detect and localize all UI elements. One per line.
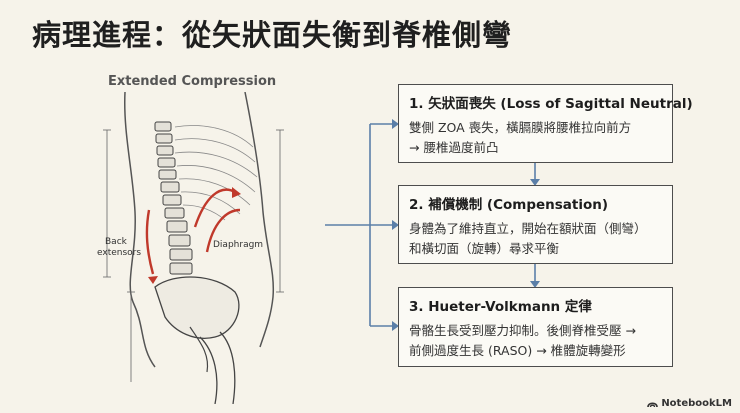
spine-illustration: Back extensors Diaphragm	[97, 92, 284, 404]
page-title: 病理進程：從矢狀面失衡到脊椎側彎	[32, 18, 513, 52]
back-extensors-label-line2: extensors	[97, 248, 141, 258]
step-3-title: 3. Hueter-Volkmann 定律	[409, 299, 592, 315]
step-2-line-1: 身體為了維持直立，開始在額狀面（側彎）	[409, 221, 647, 236]
diaphragm-label: Diaphragm	[213, 240, 263, 250]
step-3-line-2: 前側過度生長 (RASO) → 椎體旋轉變形	[409, 343, 626, 358]
step-1-body: 雙側 ZOA 喪失，橫膈膜將腰椎拉向前方 → 腰椎過度前凸	[409, 118, 662, 158]
step-box-3: 3. Hueter-Volkmann 定律 骨骼生長受到壓力抑制。後側脊椎受壓 …	[398, 287, 673, 367]
step-2-line-2: 和橫切面（旋轉）尋求平衡	[409, 241, 560, 256]
notebooklm-logo-icon	[647, 402, 659, 408]
step-box-1: 1. 矢狀面喪失 (Loss of Sagittal Neutral) 雙側 Z…	[398, 84, 693, 163]
step-1-line-2: → 腰椎過度前凸	[409, 140, 499, 155]
step-1-line-1: 雙側 ZOA 喪失，橫膈膜將腰椎拉向前方	[409, 120, 632, 135]
step-box-2: 2. 補償機制 (Compensation) 身體為了維持直立，開始在額狀面（側…	[398, 185, 673, 264]
step-3-body: 骨骼生長受到壓力抑制。後側脊椎受壓 → 前側過度生長 (RASO) → 椎體旋轉…	[409, 321, 662, 361]
back-extensors-label: Back	[105, 237, 128, 247]
figure-caption: Extended Compression	[108, 74, 277, 89]
watermark-text: NotebookLM	[661, 398, 732, 409]
step-1-title: 1. 矢狀面喪失 (Loss of Sagittal Neutral)	[409, 96, 693, 112]
step-2-body: 身體為了維持直立，開始在額狀面（側彎） 和橫切面（旋轉）尋求平衡	[409, 219, 662, 259]
step-3-line-1: 骨骼生長受到壓力抑制。後側脊椎受壓 →	[409, 323, 636, 338]
notebooklm-watermark: NotebookLM	[647, 398, 732, 409]
step-2-title: 2. 補償機制 (Compensation)	[409, 197, 609, 213]
